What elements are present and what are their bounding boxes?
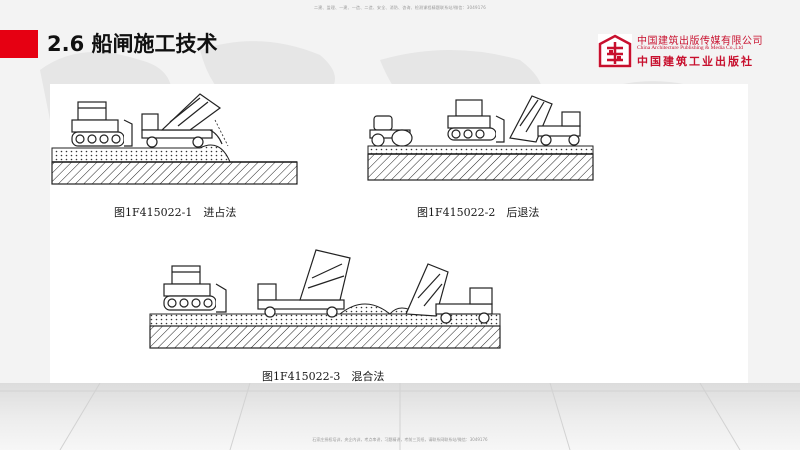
- figure-mixed-method: [149, 249, 501, 349]
- bottom-watermark-note: 石家庄授权培训，央企内训，考点串讲，习题精讲，考前三页纸，请联系网联系站/微信：…: [312, 437, 488, 442]
- figure-caption-1: 图1F415022-1 进占法: [114, 206, 237, 219]
- publisher-name-cn-script: 中国建筑工业出版社: [637, 55, 754, 68]
- page-title: 2.6 船闸施工技术: [47, 32, 218, 56]
- publisher-name-en: China Architecture Publishing & Media Co…: [637, 45, 743, 51]
- publisher-logo-icon: [598, 34, 632, 68]
- publisher-name-cn: 中国建筑出版传媒有限公司: [637, 36, 763, 47]
- top-watermark-note: 二建、监理、一建、一造、二造、安全、消防、咨询、检测课程精题联系站/微信：304…: [314, 5, 486, 10]
- figure-advance-method: [51, 93, 298, 185]
- figure-caption-2: 图1F415022-2 后退法: [417, 206, 540, 219]
- title-accent-bar: [0, 30, 38, 58]
- figure-caption-3: 图1F415022-3 混合法: [262, 370, 385, 383]
- floor-reflection: [0, 383, 800, 450]
- figure-retreat-method: [367, 95, 594, 181]
